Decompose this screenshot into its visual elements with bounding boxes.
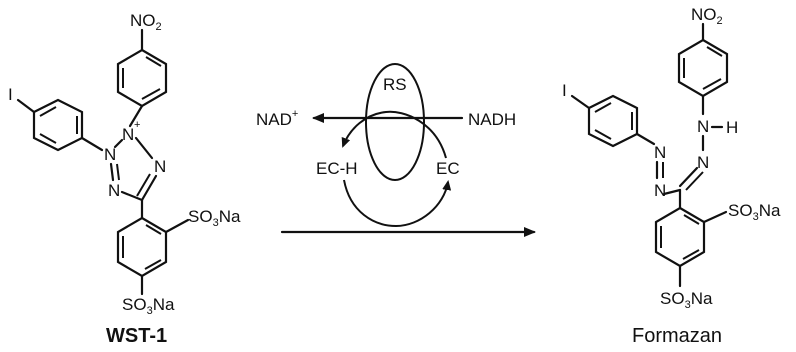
wst1-n-plus: + (134, 119, 140, 131)
wst1-iodo-bond (16, 98, 36, 114)
wst1-aryl-n-bond-left (80, 136, 104, 152)
wst1-nitrophenyl-inner-bond-c (141, 88, 161, 100)
formazan-aryl-azo-bond (635, 132, 656, 146)
formazan-structure: NO2 N H N I N N SO (562, 5, 781, 347)
wst1-nitro-label: NO2 (130, 11, 162, 33)
wst1-ring-bond-n3-c (120, 190, 144, 202)
rs-label: RS (383, 75, 407, 94)
wst1-nitrophenyl-ring (116, 48, 168, 108)
wst1-sulfonate-top-label: SO3Na (188, 207, 241, 229)
formazan-c-n-bond-double (685, 171, 704, 191)
wst1-ring-bond-c-n4-double (136, 173, 151, 197)
wst1-ring-bond-n2-n3 (109, 162, 115, 182)
formazan-sulfonate-bottom-label: SO3Na (660, 289, 713, 311)
wst1-sulfophenyl-ring (116, 216, 168, 278)
wst1-ring-bond-c-n4 (140, 174, 158, 202)
formazan-azo-n1-label: N (654, 143, 666, 162)
formazan-azo-c-bond (662, 188, 682, 196)
wst1-iodo-label: I (8, 85, 13, 104)
ec-label: EC (436, 159, 460, 178)
wst1-n1-label: N (122, 125, 134, 144)
formazan-nitrophenyl-inner-bond-a (706, 46, 723, 57)
wst1-name-label: WST-1 (106, 325, 167, 347)
nadh-label: NADH (468, 110, 516, 129)
wst1-iodophenyl-inner-bond-a (39, 106, 57, 117)
wst1-ring-bond-n2-n3-double (116, 163, 120, 181)
rs-ellipse (365, 63, 425, 181)
cycle-arc-top (341, 110, 447, 159)
electron-transfer-cycle: RS NAD+ NADH EC-H EC (256, 63, 536, 237)
wst1-sulfophenyl-inner-bond-c (144, 259, 162, 270)
wst1-ring-bond-n1-n2 (113, 138, 124, 149)
formazan-iodophenyl-inner-bond-c (594, 129, 612, 140)
wst1-n4-label: N (154, 157, 166, 176)
wst1-sulfonate-bottom-label: SO3Na (122, 295, 175, 317)
formazan-nh-n-label: N (697, 117, 709, 136)
formazan-sulfonate-top-label: SO3Na (728, 201, 781, 223)
wst1-ring-bond-n1-n4 (134, 136, 154, 160)
formazan-imine-n-label: N (697, 153, 709, 172)
formazan-c-n-bond (678, 166, 699, 188)
formazan-nitrophenyl-ring (677, 38, 729, 98)
formazan-iodo-bond (570, 94, 591, 110)
wst1-sulfophenyl-inner-bond-b (145, 224, 162, 235)
wst1-iodophenyl-ring (32, 98, 84, 152)
formazan-sulfophenyl-inner-bond-b (683, 214, 700, 225)
formazan-sulfophenyl-inner-bond-c (682, 249, 700, 260)
formazan-sulfonate-top-bond (702, 210, 728, 224)
wst1-n3-label: N (108, 181, 120, 200)
formazan-nh-h-label: H (726, 118, 738, 137)
formazan-name-label: Formazan (632, 325, 722, 347)
formazan-sulfophenyl-ring (654, 206, 706, 268)
ec-h-label: EC-H (316, 159, 358, 178)
cycle-arc-bottom (343, 179, 452, 228)
wst1-nitrophenyl-inner-bond-a (145, 56, 162, 67)
wst1-iodophenyl-inner-bond-c (39, 133, 57, 144)
formazan-iodophenyl-inner-bond-a (594, 102, 612, 113)
wst1-structure: NO2 I N + N N N SO3Na (8, 11, 241, 347)
wst1-sulfonate-top-bond (164, 218, 190, 234)
formazan-azo-n2-label: N (654, 181, 666, 200)
wst1-n2-label: N (104, 145, 116, 164)
formazan-iodo-label: I (562, 81, 567, 100)
wst1-aryl-n-bond-top (128, 104, 144, 128)
formazan-nitro-label: NO2 (691, 5, 723, 27)
formazan-iodophenyl-ring (587, 94, 639, 148)
nad-plus-label: NAD+ (256, 108, 298, 129)
formazan-nitrophenyl-inner-bond-c (702, 78, 722, 90)
